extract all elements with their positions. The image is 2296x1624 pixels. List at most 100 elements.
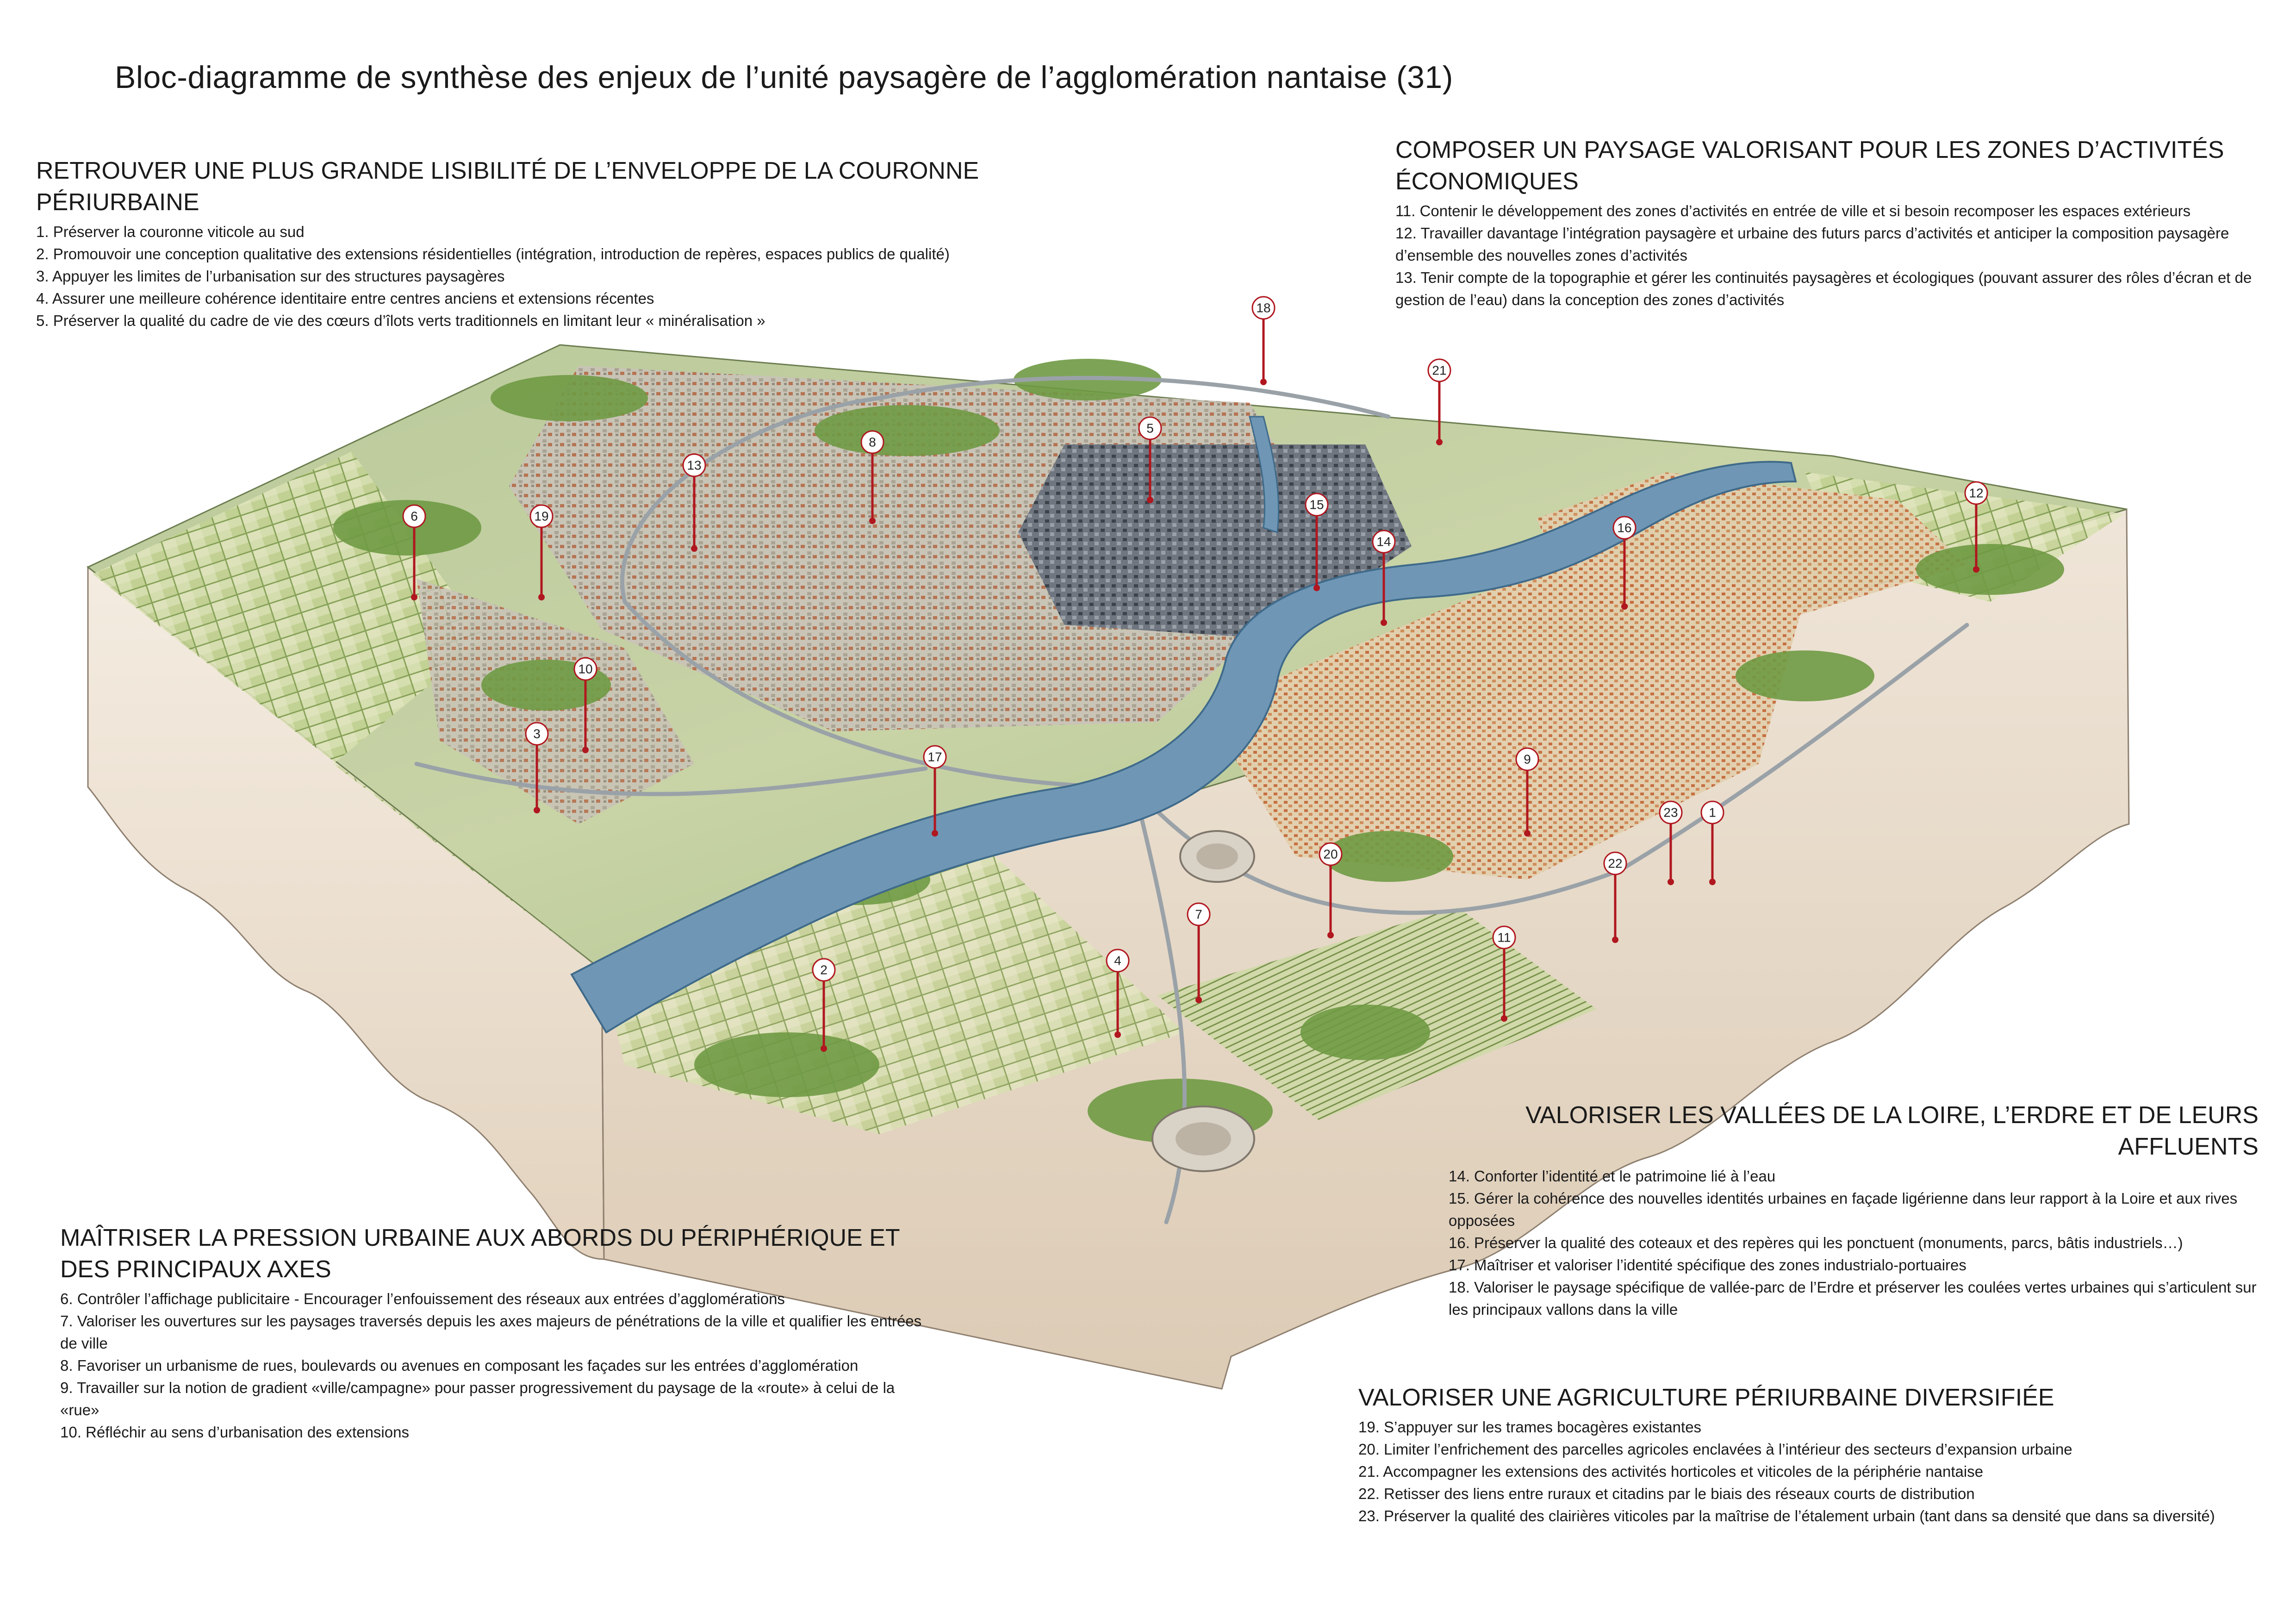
block-item: 22. Retisser des liens entre ruraux et c… — [1358, 1485, 1975, 1502]
marker-anchor — [538, 594, 545, 600]
block-item: 1. Préserver la couronne viticole au sud — [36, 223, 305, 240]
marker-anchor — [1381, 619, 1387, 626]
block-item: 23. Préserver la qualité des clairières … — [1358, 1507, 2215, 1524]
road-network — [414, 375, 1969, 1224]
marker-16: 16 — [1612, 516, 1636, 610]
block-heading: COMPOSER UN PAYSAGE VALORISANT POUR LES … — [1395, 137, 2224, 195]
block-items: 6. Contrôler l’affichage publicitaire - … — [60, 1288, 930, 1443]
marker-number: 21 — [1432, 363, 1446, 378]
marker-2: 2 — [812, 958, 836, 1052]
marker-number: 13 — [687, 458, 701, 473]
marker-anchor — [1709, 879, 1716, 885]
marker-circle — [1138, 416, 1162, 440]
issues-block-river-valleys: VALORISER LES VALLÉES DE LA LOIRE, L’ERD… — [1449, 1099, 2277, 1321]
issues-block-urban-pressure: MAÎTRISER LA PRESSION URBAINE AUX ABORDS… — [60, 1222, 930, 1443]
marker-5: 5 — [1138, 416, 1162, 503]
marker-circle — [1319, 842, 1343, 866]
block-item: 15. Gérer la cohérence des nouvelles ide… — [1449, 1190, 2238, 1229]
block-heading: RETROUVER UNE PLUS GRANDE LISIBILITÉ DE … — [36, 157, 979, 216]
marker-circle — [529, 504, 554, 528]
marker-circle — [1372, 530, 1396, 554]
marker-anchor — [1195, 997, 1202, 1003]
quarries — [1151, 830, 1255, 1172]
block-side-left — [87, 565, 605, 1260]
marker-anchor — [869, 518, 876, 524]
marker-14: 14 — [1372, 530, 1396, 626]
marker-20: 20 — [1319, 842, 1343, 938]
block-item: 9. Travailler sur la notion de gradient … — [60, 1379, 895, 1418]
block-item: 7. Valoriser les ouvertures sur les pays… — [60, 1312, 922, 1352]
marker-15: 15 — [1305, 493, 1329, 591]
marker-anchor — [821, 1045, 827, 1052]
marker-circle — [1305, 493, 1329, 517]
marker-circle — [402, 504, 426, 528]
marker-17: 17 — [923, 745, 947, 837]
block-item: 4. Assurer une meilleure cohérence ident… — [36, 290, 654, 307]
block-items: 14. Conforter l’identité et le patrimoin… — [1449, 1165, 2277, 1321]
marker-number: 9 — [1524, 752, 1531, 767]
marker-circle — [1700, 800, 1724, 824]
marker-22: 22 — [1603, 851, 1627, 943]
marker-anchor — [1973, 566, 1979, 573]
marker-number: 20 — [1323, 847, 1338, 862]
page-title: Bloc-diagramme de synthèse des enjeux de… — [115, 60, 1453, 95]
marker-9: 9 — [1515, 747, 1539, 837]
marker-number: 8 — [869, 435, 876, 450]
marker-circle — [525, 722, 549, 746]
marker-anchor — [1147, 497, 1153, 503]
block-item: 19. S’appuyer sur les trames bocagères e… — [1358, 1418, 1702, 1436]
marker-number: 6 — [411, 509, 418, 524]
marker-number: 16 — [1617, 521, 1631, 535]
issues-block-activity-zones: COMPOSER UN PAYSAGE VALORISANT POUR LES … — [1395, 134, 2284, 311]
block-item: 8. Favoriser un urbanisme de rues, boule… — [60, 1357, 859, 1374]
block-item: 17. Maîtriser et valoriser l’identité sp… — [1449, 1256, 1966, 1274]
marker-number: 5 — [1146, 421, 1154, 436]
block-heading: VALORISER UNE AGRICULTURE PÉRIURBAINE DI… — [1358, 1384, 2054, 1411]
marker-number: 15 — [1309, 498, 1324, 512]
marker-circle — [1106, 949, 1130, 973]
marker-number: 17 — [927, 750, 942, 764]
marker-8: 8 — [860, 430, 884, 524]
marker-number: 18 — [1256, 301, 1270, 315]
marker-anchor — [1327, 932, 1334, 938]
block-item: 3. Appuyer les limites de l’urbanisation… — [36, 268, 505, 285]
block-item: 18. Valoriser le paysage spécifique de v… — [1449, 1279, 2257, 1318]
marker-circle — [1492, 925, 1516, 949]
block-item: 13. Tenir compte de la topographie et gé… — [1395, 269, 2252, 308]
block-item: 2. Promouvoir une conception qualitative… — [36, 245, 950, 262]
farmland-left — [93, 451, 602, 970]
marker-circle — [1612, 516, 1636, 540]
erdre-river — [1249, 416, 1280, 534]
marker-21: 21 — [1427, 358, 1451, 445]
marker-anchor — [1621, 603, 1628, 610]
block-item: 20. Limiter l’enfrichement des parcelles… — [1358, 1441, 2072, 1458]
marker-anchor — [582, 747, 589, 753]
issues-block-periurban-agriculture: VALORISER UNE AGRICULTURE PÉRIURBAINE DI… — [1358, 1382, 2261, 1527]
marker-circle — [682, 453, 706, 477]
loire-river — [570, 461, 1797, 1034]
marker-anchor — [691, 545, 697, 552]
marker-anchor — [411, 594, 417, 600]
marker-number: 23 — [1663, 806, 1678, 820]
marker-19: 19 — [529, 504, 554, 600]
marker-number: 22 — [1608, 856, 1622, 871]
marker-number: 3 — [533, 727, 541, 741]
marker-anchor — [1668, 879, 1674, 885]
marker-anchor — [1114, 1031, 1121, 1038]
marker-anchor — [932, 830, 938, 837]
marker-4: 4 — [1106, 949, 1130, 1038]
block-items: 1. Préserver la couronne viticole au sud… — [36, 221, 985, 332]
block-item: 21. Accompagner les extensions des activ… — [1358, 1463, 1984, 1480]
marker-number: 19 — [534, 509, 548, 524]
marker-number: 4 — [1114, 954, 1121, 968]
marker-anchor — [1612, 937, 1618, 943]
marker-number: 7 — [1195, 907, 1202, 922]
issues-block-periurban-envelope: RETROUVER UNE PLUS GRANDE LISIBILITÉ DE … — [36, 155, 985, 332]
marker-1: 1 — [1700, 800, 1724, 885]
block-item: 6. Contrôler l’affichage publicitaire - … — [60, 1290, 785, 1307]
marker-anchor — [1524, 830, 1531, 837]
marker-number: 10 — [578, 662, 592, 676]
block-heading: VALORISER LES VALLÉES DE LA LOIRE, L’ERD… — [1525, 1102, 2259, 1160]
